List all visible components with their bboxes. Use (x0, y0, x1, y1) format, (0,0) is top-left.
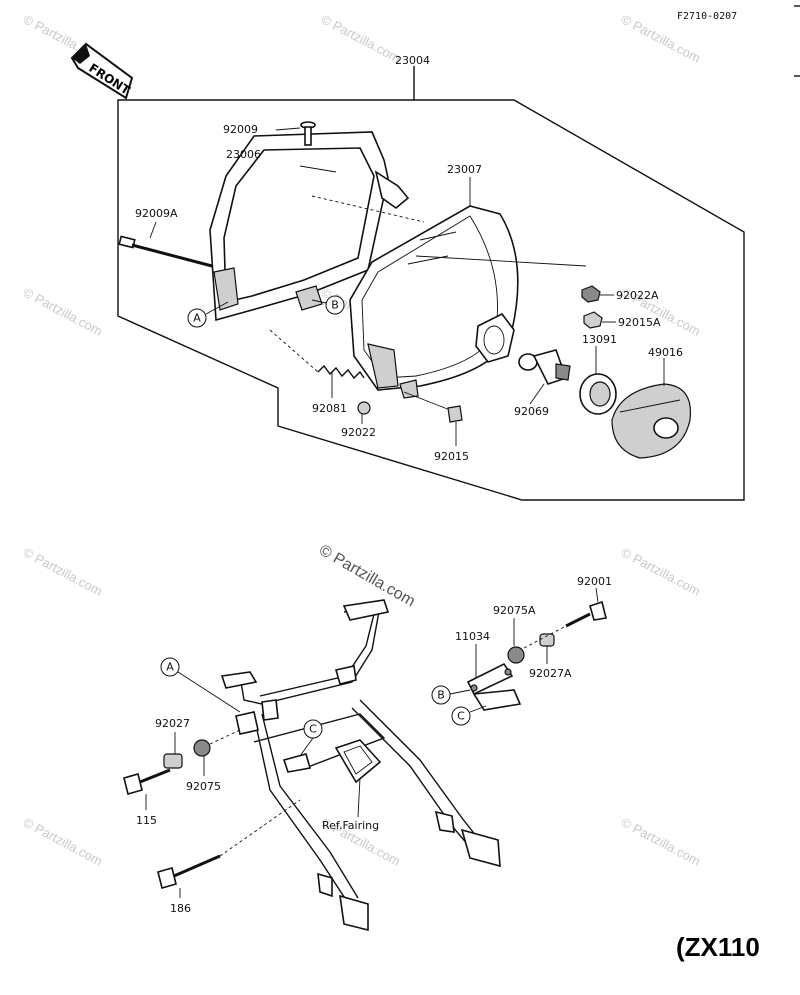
grommet-92075a (507, 646, 525, 664)
part-label-13091: 13091 (582, 333, 617, 346)
callout-a-label: A (166, 661, 174, 674)
alignment-line (415, 255, 587, 267)
part-label-11034: 11034 (455, 630, 490, 643)
drawing-code: F2710-0207 (677, 11, 737, 22)
bulb-holder (475, 312, 515, 363)
bolt-115 (123, 768, 171, 795)
leader-line (595, 587, 599, 603)
fairing-stay-bracket (220, 599, 501, 932)
part-label-92027: 92027 (155, 717, 190, 730)
part-label-92075: 92075 (186, 780, 221, 793)
bracket-11034 (466, 662, 522, 711)
leader-line (205, 301, 229, 315)
bulb-92069 (518, 349, 571, 385)
part-label-92081: 92081 (312, 402, 347, 415)
part-label-92015a: 92015A (618, 316, 661, 329)
part-label-92075a: 92075A (493, 604, 536, 617)
part-label-92009a: 92009A (135, 207, 178, 220)
part-label-23006: 23006 (226, 148, 261, 161)
callout-c (451, 706, 471, 726)
leader-line (275, 127, 301, 131)
callout-b (431, 685, 451, 705)
spring-92081 (317, 364, 365, 380)
socket-13091 (579, 373, 617, 415)
bolt-186 (157, 799, 301, 889)
grommet-92075 (193, 739, 211, 757)
part-label-49016: 49016 (648, 346, 683, 359)
alignment-line (209, 729, 241, 745)
nut-92015a (583, 311, 603, 329)
headlight-rim (209, 131, 410, 322)
leader-line (311, 299, 327, 304)
watermark: © Partzilla.com (619, 544, 703, 598)
screw-92009a (118, 235, 213, 268)
part-label-186: 186 (170, 902, 191, 915)
collar-92027 (163, 753, 183, 769)
alignment-line (403, 391, 451, 411)
callout-c-label: C (457, 710, 465, 723)
part-label-92009: 92009 (223, 123, 258, 136)
leader-line (469, 705, 487, 713)
watermark: © Partzilla.com (21, 544, 105, 598)
part-label-92022: 92022 (341, 426, 376, 439)
part-label-92027a: 92027A (529, 667, 572, 680)
leader-line (299, 737, 314, 757)
bolt-92001 (565, 600, 607, 628)
part-label-23007: 23007 (447, 163, 482, 176)
watermark-center: © Partzilla.com (316, 542, 418, 611)
part-label-92015: 92015 (434, 450, 469, 463)
callout-b-label: B (437, 689, 445, 702)
leader-line (177, 671, 241, 713)
callout-b-label: B (331, 299, 339, 312)
leader-line (529, 383, 545, 405)
callout-b (325, 295, 345, 315)
nut-92022a (581, 285, 601, 303)
leader-line (449, 689, 471, 695)
dust-cover-49016 (611, 383, 692, 459)
nut-92015 (447, 405, 463, 423)
screw-92009 (300, 121, 316, 146)
watermark: © Partzilla.com (619, 814, 703, 868)
watermark: © Partzilla.com (21, 284, 105, 338)
alignment-line (269, 329, 319, 373)
part-label-92069: 92069 (514, 405, 549, 418)
watermark: © Partzilla.com (319, 11, 403, 65)
series-label: (ZX110 (676, 932, 760, 962)
part-label-92022a: 92022A (616, 289, 659, 302)
part-label-23004: 23004 (395, 54, 430, 67)
part-label-92001: 92001 (577, 575, 612, 588)
assembly-outline (117, 99, 745, 501)
ref-fairing-note: Ref.Fairing (322, 819, 379, 832)
watermark: © Partzilla.com (21, 814, 105, 868)
callout-a (187, 308, 207, 328)
callout-a-label: A (193, 312, 201, 325)
callout-c-label: C (309, 723, 317, 736)
leader-line (357, 777, 361, 818)
alignment-line (523, 625, 567, 649)
washer-92022 (357, 401, 371, 415)
leader-line (149, 221, 157, 239)
callout-a (160, 657, 180, 677)
part-label-115: 115 (136, 814, 157, 827)
alignment-line (311, 195, 425, 223)
